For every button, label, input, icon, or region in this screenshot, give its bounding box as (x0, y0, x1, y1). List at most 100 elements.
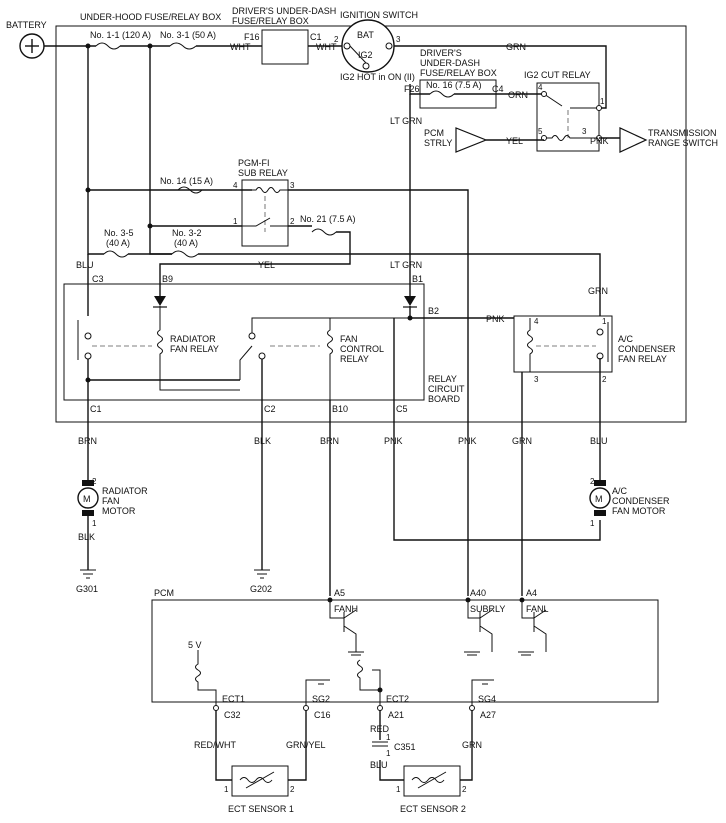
pcm-transistor-fanh-icon (329, 600, 364, 656)
fuse-3-2-label-1: No. 3-2 (172, 228, 202, 238)
pcm-transistor-subrly-icon (464, 600, 493, 656)
pin-rm-1: 1 (92, 519, 97, 528)
pin-ig2r-5: 5 (538, 127, 543, 136)
under-hood-box-label: UNDER-HOOD FUSE/RELAY BOX (80, 12, 221, 22)
pin-ig2r-1: 1 (600, 97, 605, 106)
rad-motor-symbol: M (83, 494, 91, 504)
fuse-1-1-label: No. 1-1 (120 A) (90, 30, 151, 40)
radiator-motor-label-1: RADIATOR (102, 486, 148, 496)
pin-ig2r-3: 3 (582, 127, 587, 136)
conn-c16: C16 (314, 710, 331, 720)
radiator-fan-motor-icon (77, 480, 99, 516)
conn-b10: B10 (332, 404, 348, 414)
ig2-cut-relay-outline (536, 82, 600, 152)
fan-control-relay-label-3: RELAY (340, 354, 369, 364)
pcm-signal-fanh: FANH (334, 604, 358, 614)
fuse-3-2-label-2: (40 A) (174, 238, 198, 248)
wire-blu-c3: BLU (76, 260, 94, 270)
drivers-box2-label-1: DRIVER'S (420, 48, 462, 58)
wire-yel-strly: YEL (506, 136, 523, 146)
relay-board-label-3: BOARD (428, 394, 461, 404)
conn-c1-top: C1 (310, 32, 322, 42)
pgmfi-sub-relay-outline (241, 179, 289, 247)
pin-s1-1: 1 (224, 785, 229, 794)
pcm-strly-buffer-icon (455, 127, 488, 153)
drivers-box-label-1: DRIVER'S UNDER-DASH (232, 6, 336, 16)
conn-c5: C5 (396, 404, 408, 414)
fuse-21-icon (311, 228, 337, 236)
fuse-14-label: No. 14 (15 A) (160, 176, 213, 186)
pin-pg-4: 4 (233, 181, 238, 190)
conn-b2: B2 (428, 306, 439, 316)
sg4-ground-icon (482, 679, 494, 685)
wire-pnk-b2: PNK (486, 314, 505, 324)
wire-grn-3: GRN (462, 740, 482, 750)
trs-buffer-icon (619, 127, 648, 153)
fuse-1-1-icon (95, 42, 121, 50)
wire-brn-1: BRN (78, 436, 97, 446)
conn-c32: C32 (224, 710, 241, 720)
wire-red-wht: RED/WHT (194, 740, 236, 750)
bat-label: BAT (357, 30, 374, 40)
pcm-signal-subrly: SUBRLY (470, 604, 505, 614)
fuse-21-label: No. 21 (7.5 A) (300, 214, 356, 224)
ac-relay-label-3: FAN RELAY (618, 354, 667, 364)
trs-label-2: RANGE SWITCH (648, 138, 718, 148)
conn-b9: B9 (162, 274, 173, 284)
battery-label: BATTERY (6, 20, 47, 30)
radiator-fan-relay-label-2: FAN RELAY (170, 344, 219, 354)
wire-orn: ORN (508, 90, 528, 100)
g202-label: G202 (250, 584, 272, 594)
trs-label-1: TRANSMISSION (648, 128, 717, 138)
radiator-fan-relay-label-1: RADIATOR (170, 334, 216, 344)
pin-c351-b: 1 (386, 749, 391, 758)
pcm-strly-label-1: PCM (424, 128, 444, 138)
pin-am-1: 1 (590, 519, 595, 528)
battery-icon (19, 33, 45, 59)
connector-c351-icon (372, 741, 388, 747)
pcm-signal-sg4: SG4 (478, 694, 496, 704)
pin-ig2r-4: 4 (538, 83, 543, 92)
wire-lt-grn-a: LT GRN (390, 116, 422, 126)
pin-ac-4: 4 (534, 317, 539, 326)
relay-board-label-2: CIRCUIT (428, 384, 465, 394)
wire-blu-3: BLU (370, 760, 388, 770)
conn-a21: A21 (388, 710, 404, 720)
pcm-strly-label-2: STRLY (424, 138, 452, 148)
pcm-label: PCM (154, 588, 174, 598)
conn-a5: A5 (334, 588, 345, 598)
wire-pnk-1: PNK (384, 436, 403, 446)
wire-yel-b9: YEL (258, 260, 275, 270)
ig2-hot-label: IG2 HOT in ON (II) (340, 72, 415, 82)
ig2-label: IG2 (358, 50, 373, 60)
conn-a27: A27 (480, 710, 496, 720)
ect-sensor1-thermistor-icon (239, 771, 275, 789)
drivers-box2-label-3: FUSE/RELAY BOX (420, 68, 497, 78)
ignition-switch-label: IGNITION SWITCH (340, 10, 418, 20)
wire-pnk-trs: PNK (590, 136, 609, 146)
ect-sensor1-box (231, 765, 289, 797)
pin-pg-2: 2 (290, 217, 295, 226)
pin-s1-2: 2 (290, 785, 295, 794)
wire-grn-yel: GRN/YEL (286, 740, 326, 750)
ac-relay-label-1: A/C (618, 334, 634, 344)
conn-b1: B1 (412, 274, 423, 284)
wire-blu-2: BLU (590, 436, 608, 446)
ac-motor-symbol: M (595, 494, 603, 504)
drivers-box-f16-outline (261, 29, 309, 65)
pin-pg-1: 1 (233, 217, 238, 226)
fuse-3-5-icon (103, 250, 129, 258)
ground-g202-icon (254, 569, 270, 579)
ac-motor-label-1: A/C (612, 486, 628, 496)
ig2-cut-relay-label: IG2 CUT RELAY (524, 70, 591, 80)
pgmfi-label-2: SUB RELAY (238, 168, 288, 178)
five-v-label: 5 V (188, 640, 202, 650)
ect-sensor1-label: ECT SENSOR 1 (228, 804, 294, 814)
wire-grn-ac: GRN (588, 286, 608, 296)
fuse-3-1-label: No. 3-1 (50 A) (160, 30, 216, 40)
diode-b9-icon (153, 296, 167, 308)
wire-red: RED (370, 724, 390, 734)
pgmfi-label-1: PGM-FI (238, 158, 270, 168)
pin-s2-1: 1 (396, 785, 401, 794)
